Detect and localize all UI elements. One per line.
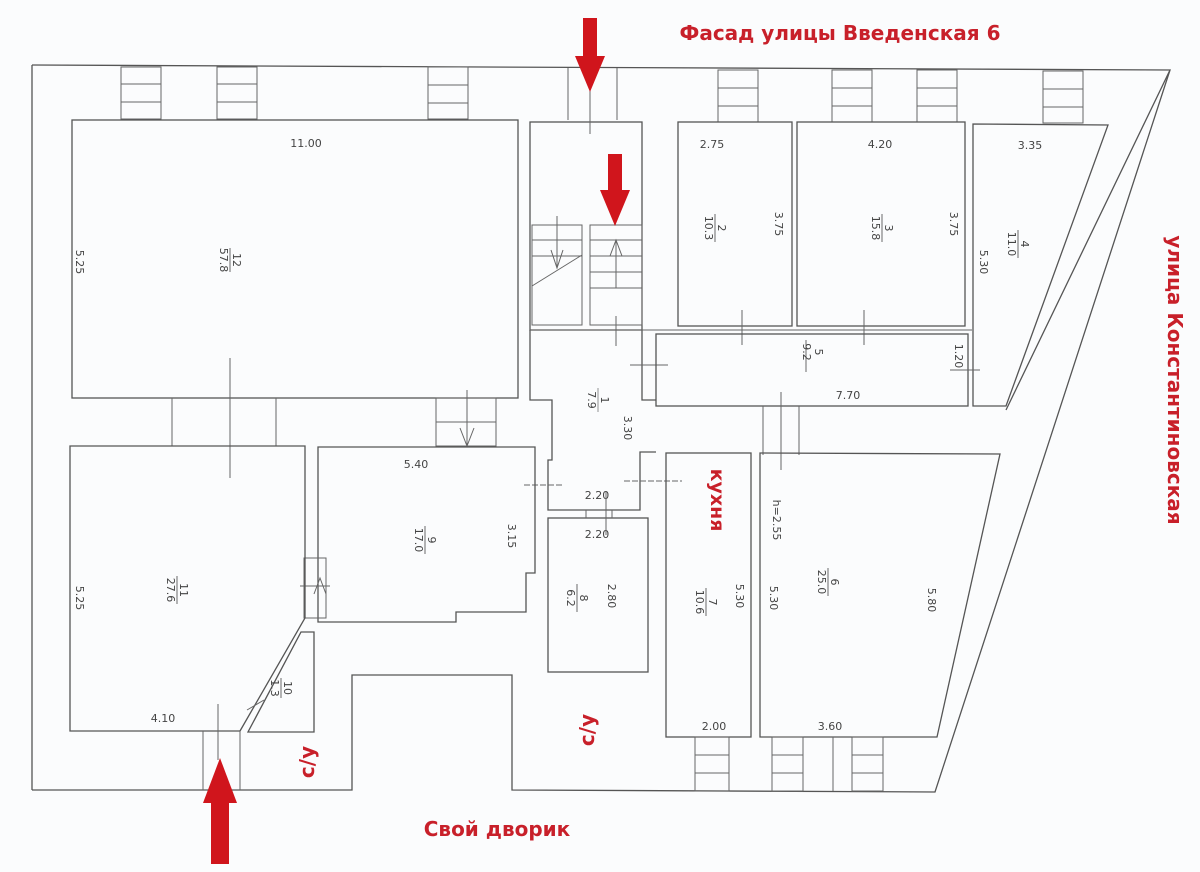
svg-text:5.25: 5.25 (73, 586, 86, 611)
courtyard-entrance-arrow-icon (203, 758, 237, 864)
svg-text:3.15: 3.15 (505, 524, 518, 549)
room-10: 10 1.3 (246, 631, 315, 733)
courtyard-windows (694, 736, 884, 792)
svg-text:3.30: 3.30 (621, 416, 634, 441)
svg-text:3.60: 3.60 (818, 720, 843, 733)
svg-text:3.35: 3.35 (1018, 139, 1043, 152)
room-2: 2.75 3.75 2 10.3 (677, 121, 793, 345)
svg-text:10.3: 10.3 (702, 216, 715, 241)
svg-text:1.20: 1.20 (952, 344, 965, 369)
svg-text:1: 1 (598, 397, 611, 404)
svg-text:4: 4 (1018, 241, 1031, 248)
stair-hall (529, 70, 643, 346)
room-3: 4.20 3.75 3 15.8 (796, 121, 966, 345)
side-street-label: улица Константиновская (1163, 235, 1187, 524)
svg-text:27.6: 27.6 (164, 578, 177, 603)
svg-text:2: 2 (715, 225, 728, 232)
svg-text:3.75: 3.75 (947, 212, 960, 237)
room-1: 1 7.9 3.30 2.20 (524, 330, 682, 511)
svg-text:5.30: 5.30 (977, 250, 990, 275)
svg-text:1.3: 1.3 (268, 679, 281, 697)
svg-text:9: 9 (425, 537, 438, 544)
svg-text:5.40: 5.40 (404, 458, 429, 471)
room-6: h=2.55 5.30 5.80 3.60 6 25.0 (759, 452, 1001, 738)
svg-text:7: 7 (706, 599, 719, 606)
svg-text:5.80: 5.80 (925, 588, 938, 613)
svg-text:10.6: 10.6 (693, 590, 706, 615)
svg-text:11: 11 (177, 583, 190, 597)
facade-windows (120, 66, 1084, 124)
svg-text:5.30: 5.30 (733, 584, 746, 609)
kitchen-label: кухня (706, 469, 728, 532)
room-12: 11.00 5.25 12 57.8 (71, 119, 519, 399)
wc-label-right: с/у (575, 714, 599, 746)
svg-text:6.2: 6.2 (564, 589, 577, 607)
svg-text:15.8: 15.8 (869, 216, 882, 241)
svg-text:5.25: 5.25 (73, 250, 86, 275)
outer-walls (31, 64, 1172, 793)
svg-text:2.20: 2.20 (585, 528, 610, 541)
room-5: 5 9.2 7.70 1.20 (530, 329, 980, 407)
svg-text:2.75: 2.75 (700, 138, 725, 151)
room-11: 5.25 4.10 11 27.6 (69, 445, 306, 790)
stair-entrance-arrow-icon (600, 154, 630, 226)
wc-label-left: с/у (295, 746, 319, 778)
facade-label: Фасад улицы Введенская 6 (679, 21, 1000, 45)
svg-text:h=2.55: h=2.55 (770, 500, 783, 541)
svg-text:7.9: 7.9 (585, 391, 598, 409)
svg-text:2.80: 2.80 (605, 584, 618, 609)
room-9: 5.40 3.15 9 17.0 (300, 446, 536, 623)
passage-5-6 (762, 392, 800, 470)
stairs-to-room-9 (435, 390, 497, 448)
svg-text:2.00: 2.00 (702, 720, 727, 733)
svg-text:3.75: 3.75 (772, 212, 785, 237)
svg-text:57.8: 57.8 (217, 248, 230, 273)
room-4: 3.35 5.30 4 11.0 (972, 123, 1109, 407)
svg-text:3: 3 (882, 225, 895, 232)
room-8: 2.20 2.80 8 6.2 (547, 492, 649, 673)
passage-12-11 (171, 358, 277, 478)
room-7-kitchen: 5.30 2.00 7 10.6 кухня (665, 452, 752, 738)
svg-text:25.0: 25.0 (815, 570, 828, 595)
svg-text:8: 8 (577, 595, 590, 602)
svg-text:17.0: 17.0 (412, 528, 425, 553)
svg-text:7.70: 7.70 (836, 389, 861, 402)
svg-text:6: 6 (828, 579, 841, 586)
facade-entrance-arrow-icon (575, 18, 605, 92)
svg-text:5.30: 5.30 (767, 586, 780, 611)
svg-text:2.20: 2.20 (585, 489, 610, 502)
svg-text:9.2: 9.2 (800, 343, 813, 361)
svg-text:4.20: 4.20 (868, 138, 893, 151)
svg-text:12: 12 (230, 253, 243, 267)
svg-text:10: 10 (281, 681, 294, 695)
svg-text:11.00: 11.00 (290, 137, 322, 150)
svg-text:11.0: 11.0 (1005, 232, 1018, 257)
svg-text:5: 5 (812, 349, 825, 356)
svg-text:4.10: 4.10 (151, 712, 176, 725)
courtyard-label: Свой дворик (424, 817, 571, 841)
